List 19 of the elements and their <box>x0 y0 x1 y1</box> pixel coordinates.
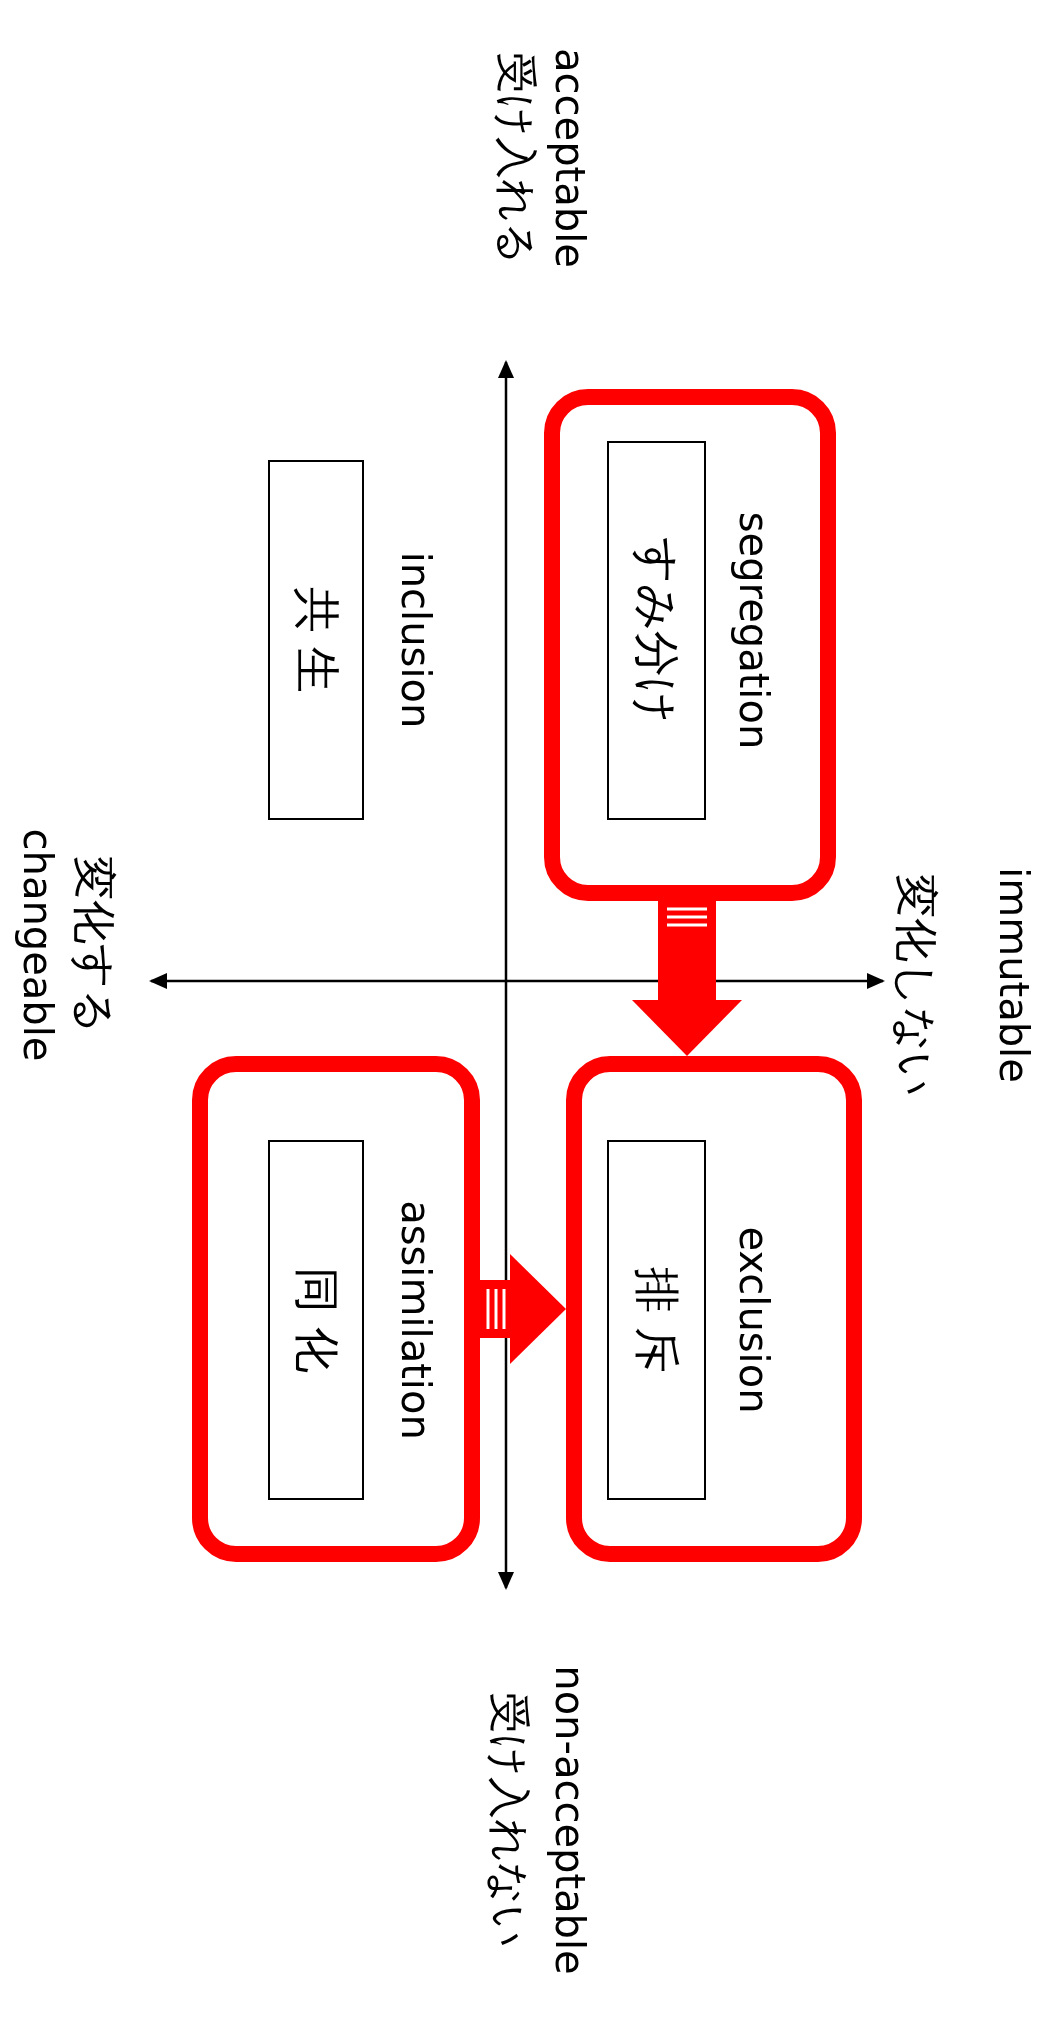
axis-label: acceptable <box>546 47 594 270</box>
axis-label: changeable <box>14 830 62 1060</box>
axis-label: 受け入れる <box>491 50 541 267</box>
axis-label: 受け入れない <box>484 1691 535 1950</box>
axis-label: 変化する <box>68 855 122 1036</box>
term-box: 共 生 <box>268 460 364 820</box>
axis-label: non-acceptable <box>546 1664 594 1977</box>
english-label: exclusion <box>730 1225 778 1416</box>
term-box: 同 化 <box>268 1140 364 1500</box>
axis-label: immutable <box>990 866 1038 1085</box>
highlight-frame <box>192 1056 480 1562</box>
english-label: assimilation <box>392 1199 440 1442</box>
highlight-frame <box>566 1056 862 1562</box>
term-box: 排 斥 <box>607 1140 706 1500</box>
highlight-frame <box>544 389 836 901</box>
english-label: segregation <box>730 510 778 752</box>
english-label: inclusion <box>392 550 440 731</box>
term-box: すみ分け <box>607 441 706 820</box>
axis-label: 変化しない <box>890 872 944 1099</box>
